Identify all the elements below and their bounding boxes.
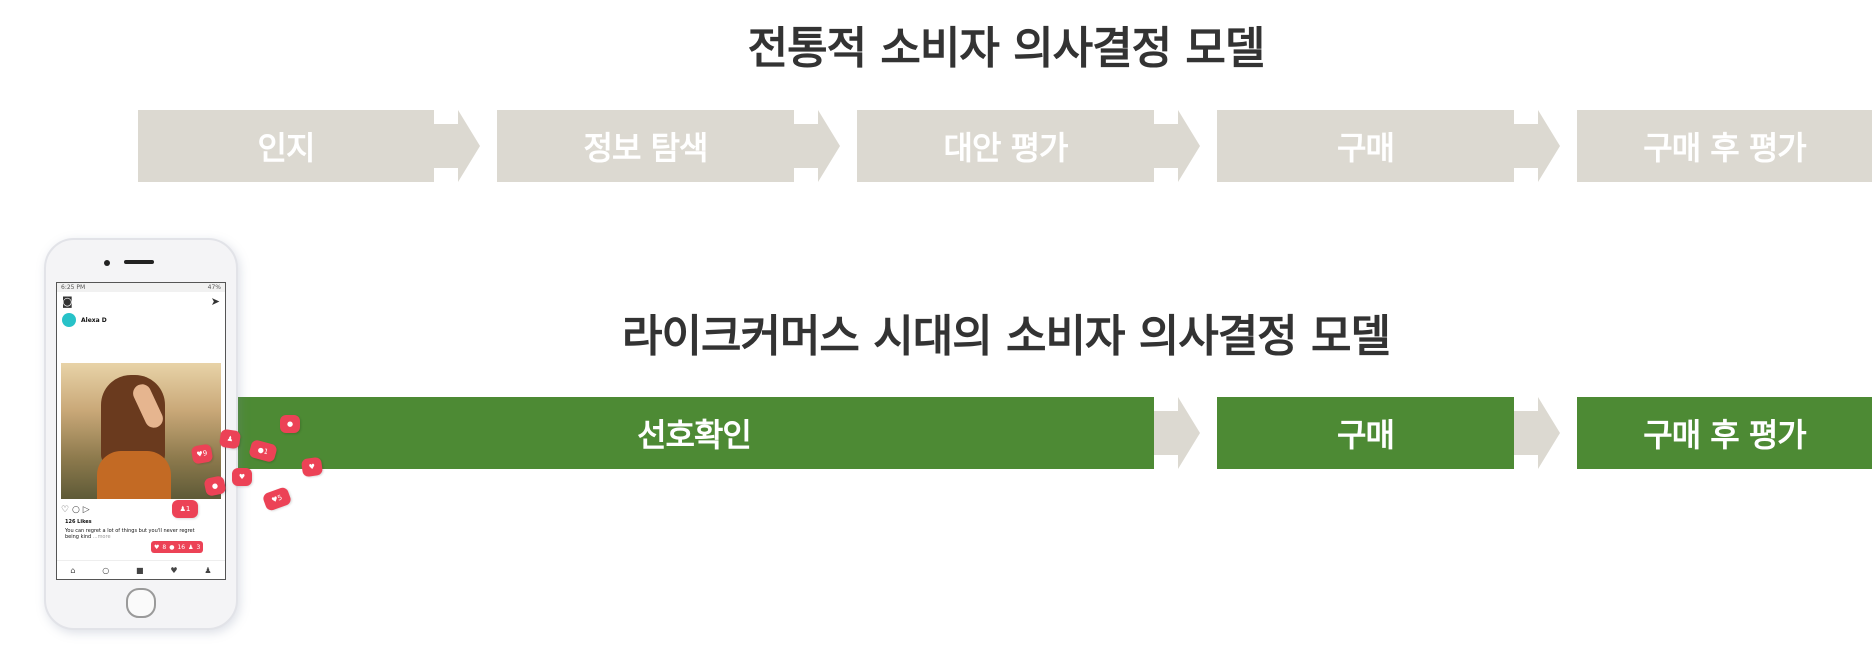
search-icon: ○: [102, 565, 110, 575]
arrow-icon: [434, 110, 480, 182]
step-awareness: 인지: [138, 110, 434, 182]
heart-icon: ♥: [238, 473, 246, 481]
heart-icon: ♥: [154, 543, 160, 551]
arrow-icon: [794, 110, 840, 182]
smartphone-illustration: 6:25 PM 47% ◙ ➤ Alexa D ♡ ○ ▷ 126 Likes …: [44, 238, 238, 630]
camera-icon: [104, 260, 110, 266]
camera-icon: ◙: [62, 294, 73, 308]
bottom-nav: ⌂ ○ ■ ♥ ♟: [57, 560, 225, 579]
status-battery: 47%: [207, 284, 221, 291]
step-purchase: 구매: [1217, 397, 1514, 469]
status-time: 6:25 PM: [61, 284, 86, 291]
send-icon: ➤: [210, 294, 220, 308]
comment-icon: ●: [286, 420, 294, 428]
status-bar: 6:25 PM 47%: [57, 283, 225, 292]
post-actions: ♡ ○ ▷: [61, 505, 90, 515]
like-bubble: ♥: [232, 468, 252, 486]
like-count: 126 Likes: [65, 519, 92, 525]
heart-icon: ♥: [170, 565, 178, 575]
arrow-icon: [1154, 110, 1200, 182]
username: Alexa D: [81, 316, 107, 324]
comment-icon: ○: [71, 505, 80, 515]
step-information-search: 정보 탐색: [497, 110, 794, 182]
comment-bubble: ●: [280, 415, 300, 433]
likecommerce-model-title: 라이크커머스 시대의 소비자 의사결정 모델: [622, 311, 1391, 362]
speaker-icon: [124, 260, 154, 264]
step-alternative-evaluation: 대안 평가: [857, 110, 1154, 182]
like-bubble: ♥: [300, 456, 324, 478]
user-icon: ♟: [179, 505, 186, 513]
profile-icon: ♟: [204, 565, 212, 575]
avatar: [62, 313, 76, 327]
share-icon: ▷: [82, 505, 90, 515]
add-icon: ■: [136, 565, 144, 575]
home-icon: ⌂: [70, 565, 76, 575]
follow-bubble: ♟1: [172, 500, 198, 518]
post-author: Alexa D: [57, 310, 225, 330]
home-button: [126, 588, 156, 618]
arrow-icon: [1514, 110, 1560, 182]
phone-screen: 6:25 PM 47% ◙ ➤ Alexa D ♡ ○ ▷ 126 Likes …: [56, 282, 226, 580]
heart-icon: ♥: [308, 462, 316, 472]
step-purchase: 구매: [1217, 110, 1514, 182]
activity-notification: ♥8 ●16 ♟3: [151, 541, 204, 553]
step-post-purchase-evaluation: 구매 후 평가: [1577, 397, 1872, 469]
heart-icon: ♡: [61, 505, 70, 515]
like-bubble: ♥5: [261, 486, 293, 512]
post-photo: [61, 363, 221, 499]
arrow-icon: [1154, 397, 1200, 469]
arrow-icon: [1514, 397, 1560, 469]
step-post-purchase-evaluation: 구매 후 평가: [1577, 110, 1872, 182]
comment-icon: ●: [211, 481, 219, 491]
traditional-model-title: 전통적 소비자 의사결정 모델: [747, 23, 1266, 74]
user-icon: ♟: [226, 434, 234, 444]
app-header: ◙ ➤: [57, 292, 225, 310]
user-icon: ♟: [188, 543, 194, 551]
follow-bubble: ♟: [218, 428, 242, 450]
step-preference-check: 선호확인: [234, 397, 1154, 469]
post-caption: You can regret a lot of things but you'l…: [65, 528, 195, 540]
comment-icon: ●: [169, 543, 175, 551]
